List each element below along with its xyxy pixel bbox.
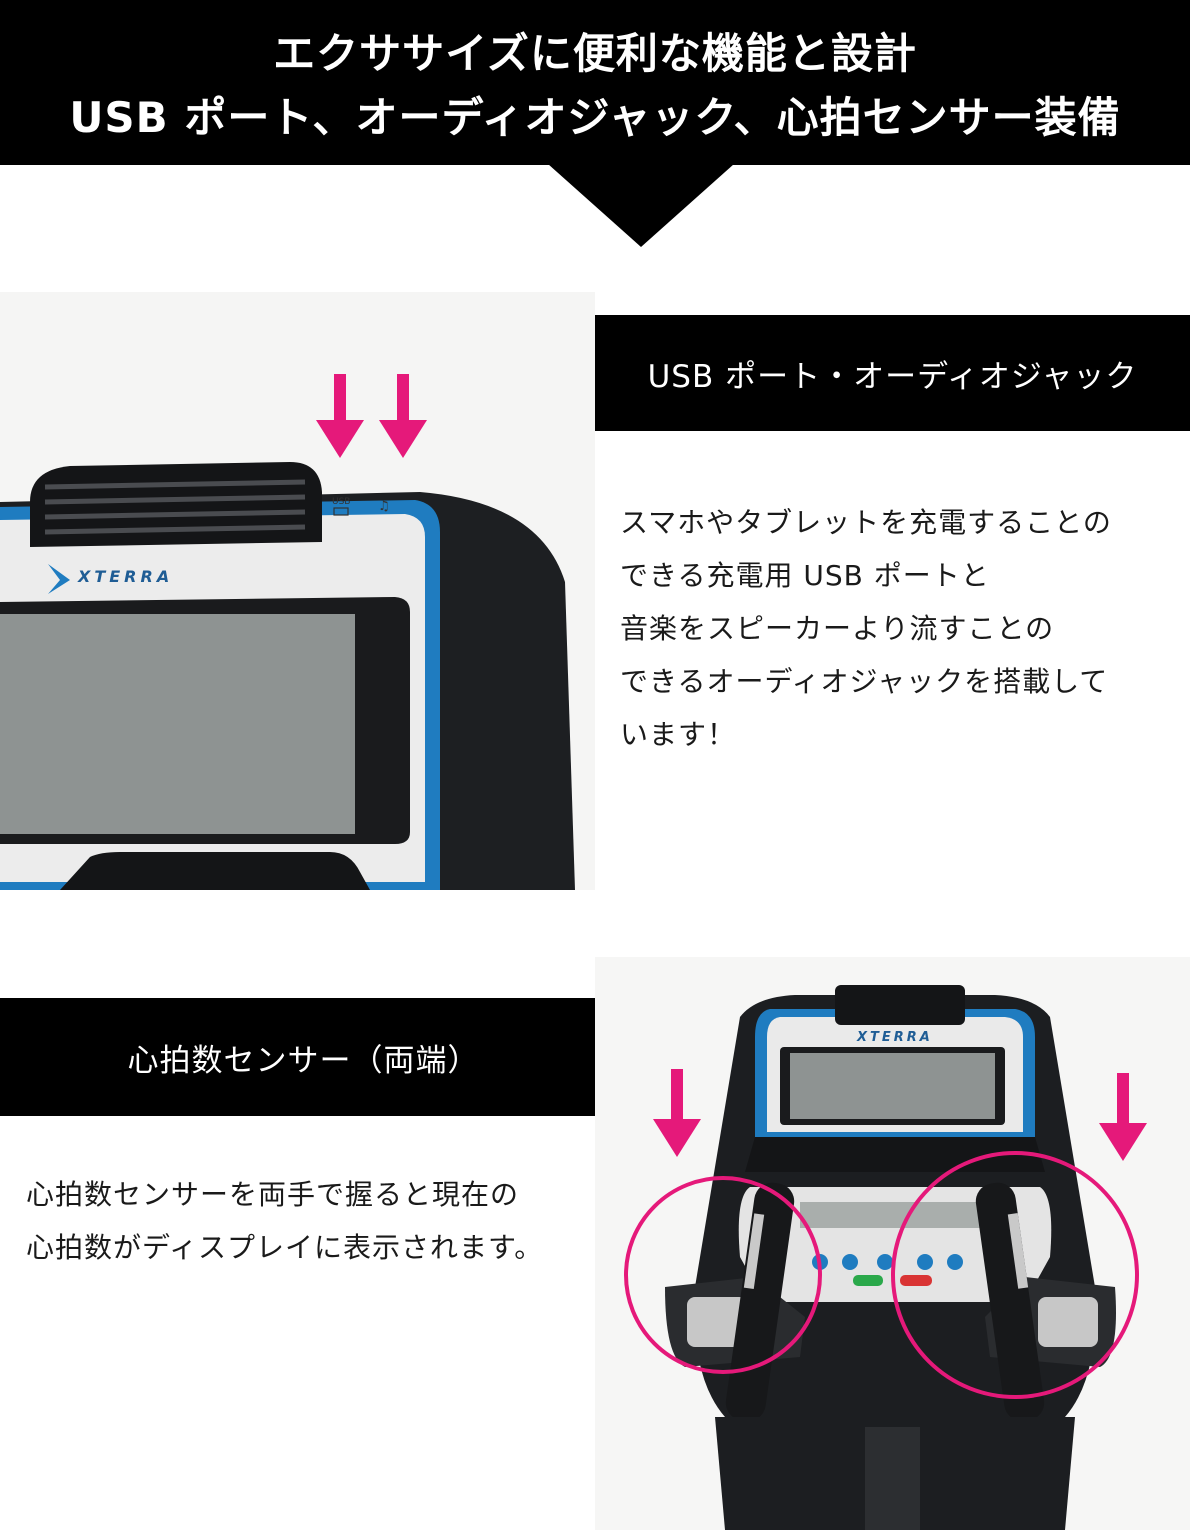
header-title-line1: エクササイズに便利な機能と設計 xyxy=(273,29,917,78)
right-handle-sensor xyxy=(1007,1213,1029,1289)
control-buttons xyxy=(812,1254,963,1270)
brand-logo-text: XTERRA xyxy=(856,1030,933,1045)
left-speaker-pad xyxy=(687,1297,747,1347)
usb-audio-label: USB ポート・オーディオジャック xyxy=(595,315,1190,431)
left-handle-sensor xyxy=(743,1213,765,1290)
usb-audio-description: スマホやタブレットを充電することの できる充電用 USB ポートと 音楽をスピー… xyxy=(620,496,1112,761)
console-lower-pad xyxy=(60,852,370,890)
hr-desc-line: 心拍数センサーを両手で握ると現在の xyxy=(26,1178,520,1211)
speaker-grille xyxy=(835,985,965,1025)
brand-logo-text: XTERRA xyxy=(77,567,173,586)
pointer-arrows xyxy=(653,1069,1147,1161)
usb-desc-line: います！ xyxy=(620,718,737,751)
speaker-slots xyxy=(44,479,306,535)
usb-port-label: USB xyxy=(332,497,350,507)
lcd-screen xyxy=(0,614,355,834)
left-highlight-circle xyxy=(624,1176,822,1374)
banner-pointer-arrow xyxy=(548,164,734,247)
header-title-line2: USB ポート、オーディオジャック、心拍センサー装備 xyxy=(69,93,1121,142)
right-speaker-pad xyxy=(1038,1297,1098,1347)
heart-rate-description: 心拍数センサーを両手で握ると現在の 心拍数がディスプレイに表示されます。 xyxy=(26,1168,543,1274)
pointer-arrows xyxy=(316,374,427,458)
right-highlight-circle xyxy=(891,1151,1139,1399)
speaker-grille xyxy=(30,462,322,547)
heart-rate-label: 心拍数センサー（両端） xyxy=(0,998,607,1116)
usb-desc-line: できるオーディオジャックを搭載して xyxy=(620,665,1109,698)
console-handles-photo: XTERRA xyxy=(595,957,1190,1530)
brand-logo-icon xyxy=(48,564,70,594)
usb-desc-line: 音楽をスピーカーより流すことの xyxy=(620,612,1055,645)
left-handle xyxy=(725,1182,795,1422)
small-lcd xyxy=(800,1202,990,1228)
hr-desc-line: 心拍数がディスプレイに表示されます。 xyxy=(26,1231,544,1264)
start-button xyxy=(853,1275,883,1286)
lcd-screen xyxy=(790,1053,995,1119)
usb-desc-line: スマホやタブレットを充電することの xyxy=(620,506,1112,539)
console-top-photo: XTERRA USB ♫ xyxy=(0,292,595,890)
frame-post xyxy=(865,1427,920,1530)
right-handle xyxy=(975,1182,1045,1422)
audio-jack-icon: ♫ xyxy=(378,499,390,514)
usb-port-icon xyxy=(333,507,349,516)
stop-button xyxy=(900,1275,932,1286)
usb-desc-line: できる充電用 USB ポートと xyxy=(620,559,990,592)
header-banner: エクササイズに便利な機能と設計 USB ポート、オーディオジャック、心拍センサー… xyxy=(0,0,1190,165)
